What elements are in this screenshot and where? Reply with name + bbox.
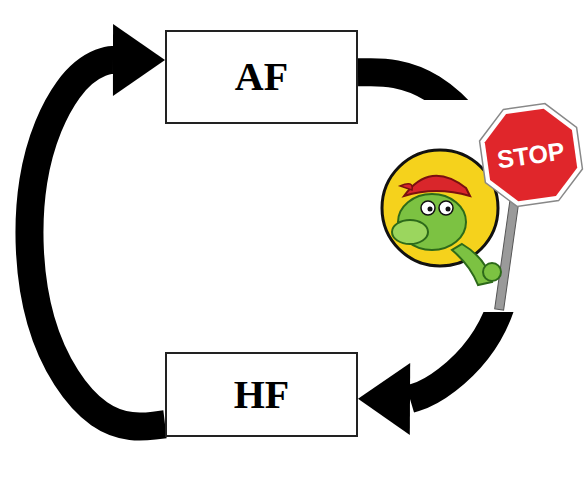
box-label: AF: [235, 55, 288, 99]
box-label: HF: [234, 373, 290, 417]
arrow-head: [358, 363, 410, 435]
dragon-cap: [404, 176, 470, 196]
arrow-head: [113, 24, 165, 96]
dragon-pupil: [446, 207, 451, 212]
sign-pole: [495, 195, 520, 310]
dragon-hand: [483, 263, 501, 281]
process-box: AF: [165, 30, 358, 124]
arrow-shaft: [29, 60, 165, 427]
stop-sign-rim: [476, 100, 585, 211]
dragon-snout: [392, 220, 428, 244]
cap-visor: [400, 184, 412, 190]
dragon-pupil: [428, 207, 433, 212]
stop-sign: [481, 105, 580, 204]
badge-circle: [382, 150, 498, 266]
dragon-eye: [439, 201, 453, 215]
cycle-arrow: [29, 24, 165, 427]
dragon-eye: [421, 201, 435, 215]
process-box: HF: [165, 352, 358, 437]
